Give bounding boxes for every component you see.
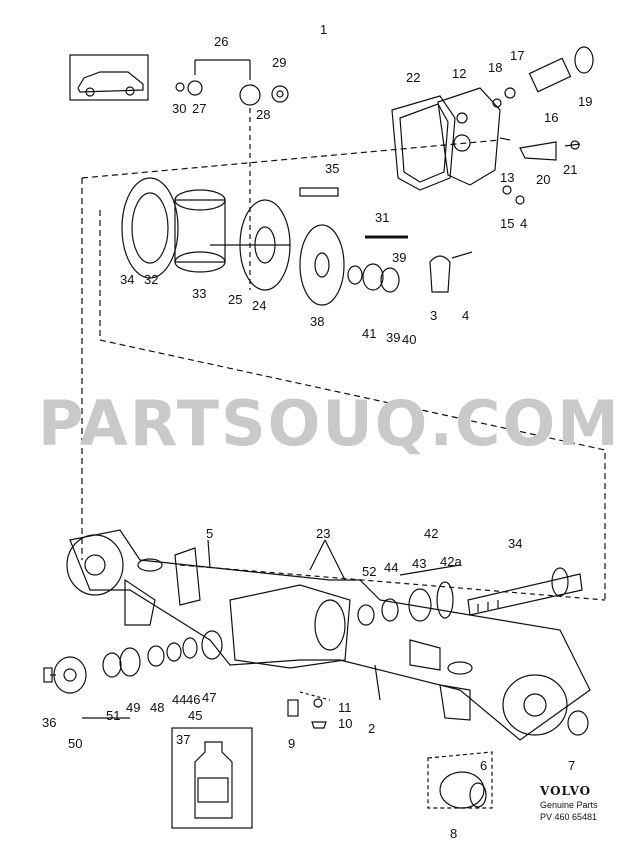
seal-7 (567, 710, 589, 736)
part-label: 12 (452, 66, 466, 81)
part-label: 16 (544, 110, 558, 125)
part-label: 7 (568, 758, 575, 773)
part-label: 6 (480, 758, 487, 773)
part-label: 41 (362, 326, 376, 341)
flange-left (66, 534, 124, 596)
diff-carrier (174, 199, 226, 263)
part-label: 11 (338, 700, 352, 715)
companion-flange (53, 656, 87, 694)
bracket-20 (519, 141, 557, 161)
part-label: 4 (462, 308, 469, 323)
part-label: 24 (252, 298, 266, 313)
part-label: 34 (120, 272, 134, 287)
part-label: 44 (384, 560, 398, 575)
part-label: 34 (508, 536, 522, 551)
speed-sensor (528, 57, 572, 93)
part-label: 25 (228, 292, 242, 307)
pinion-42a (436, 581, 454, 619)
car-thumbnail (77, 71, 144, 93)
brand-tagline: Genuine Parts (540, 800, 598, 810)
pinion-gear (239, 84, 261, 106)
axle-housing (69, 529, 591, 741)
breather-9 (287, 699, 299, 717)
part-label: 3 (430, 308, 437, 323)
part-label: 22 (406, 70, 420, 85)
part-label: 35 (325, 161, 339, 176)
part-label: 2 (368, 721, 375, 736)
part-label: 15 (500, 216, 514, 231)
part-label: 20 (536, 172, 550, 187)
bearing-43 (408, 588, 432, 622)
part-label: 5 (206, 526, 213, 541)
part-label: 18 (488, 60, 502, 75)
seal-19 (574, 46, 594, 74)
part-label: 49 (126, 700, 140, 715)
part-label: 39 (386, 330, 400, 345)
part-label: 21 (563, 162, 577, 177)
diff-cover (437, 87, 501, 186)
part-label: 38 (310, 314, 324, 329)
car-thumbnail-frame (69, 54, 149, 101)
part-label: 8 (450, 826, 457, 841)
part-label: 42 (424, 526, 438, 541)
bearing-cap (429, 255, 451, 293)
part-label: 31 (375, 210, 389, 225)
part-label: 32 (144, 272, 158, 287)
part-label: 47 (202, 690, 216, 705)
part-label: 10 (338, 716, 352, 731)
part-label: 44 (172, 692, 186, 707)
oil-bottle (194, 741, 233, 819)
part-label: 36 (42, 715, 56, 730)
watermark: PARTSOUQ.COM (38, 387, 621, 460)
brand-block: VOLVO Genuine Parts PV 460 65481 (539, 784, 598, 822)
part-label: 28 (256, 107, 270, 122)
part-label: 30 (172, 101, 186, 116)
explode-boundary (81, 139, 606, 600)
part-label: 43 (412, 556, 426, 571)
part-label: 46 (186, 692, 200, 707)
part-label: 9 (288, 736, 295, 751)
part-label: 27 (192, 101, 206, 116)
diff-housing-center (229, 584, 351, 669)
part-label: 39 (392, 250, 406, 265)
part-labels: 1 26 29 18 17 22 12 19 30 27 28 16 13 20… (42, 22, 592, 841)
part-label: 40 (402, 332, 416, 347)
part-label: 50 (68, 736, 82, 751)
bushing-8 (439, 771, 485, 809)
part-label: 17 (510, 48, 524, 63)
part-label: 13 (500, 170, 514, 185)
catalog-code: PV 460 65481 (540, 812, 597, 822)
cover-gasket (391, 95, 456, 191)
brand-name: VOLVO (539, 784, 591, 798)
part-label: 4 (520, 216, 527, 231)
axle-shaft (467, 573, 583, 616)
part-label: 33 (192, 286, 206, 301)
part-label: 1 (320, 22, 327, 37)
part-label: 29 (272, 55, 286, 70)
line-art (43, 46, 606, 829)
bolt-35 (299, 187, 339, 197)
part-label: 52 (362, 564, 376, 579)
part-label: 48 (150, 700, 164, 715)
ring-gear (121, 177, 179, 279)
thrust-plate (299, 224, 345, 306)
part-label: 23 (316, 526, 330, 541)
part-label: 19 (578, 94, 592, 109)
part-label: 37 (176, 732, 190, 747)
part-label: 51 (106, 708, 120, 723)
part-label: 45 (188, 708, 202, 723)
part-label: 26 (214, 34, 228, 49)
part-label: 42a (440, 554, 462, 569)
oil-box (171, 727, 253, 829)
flange-right (502, 674, 568, 736)
